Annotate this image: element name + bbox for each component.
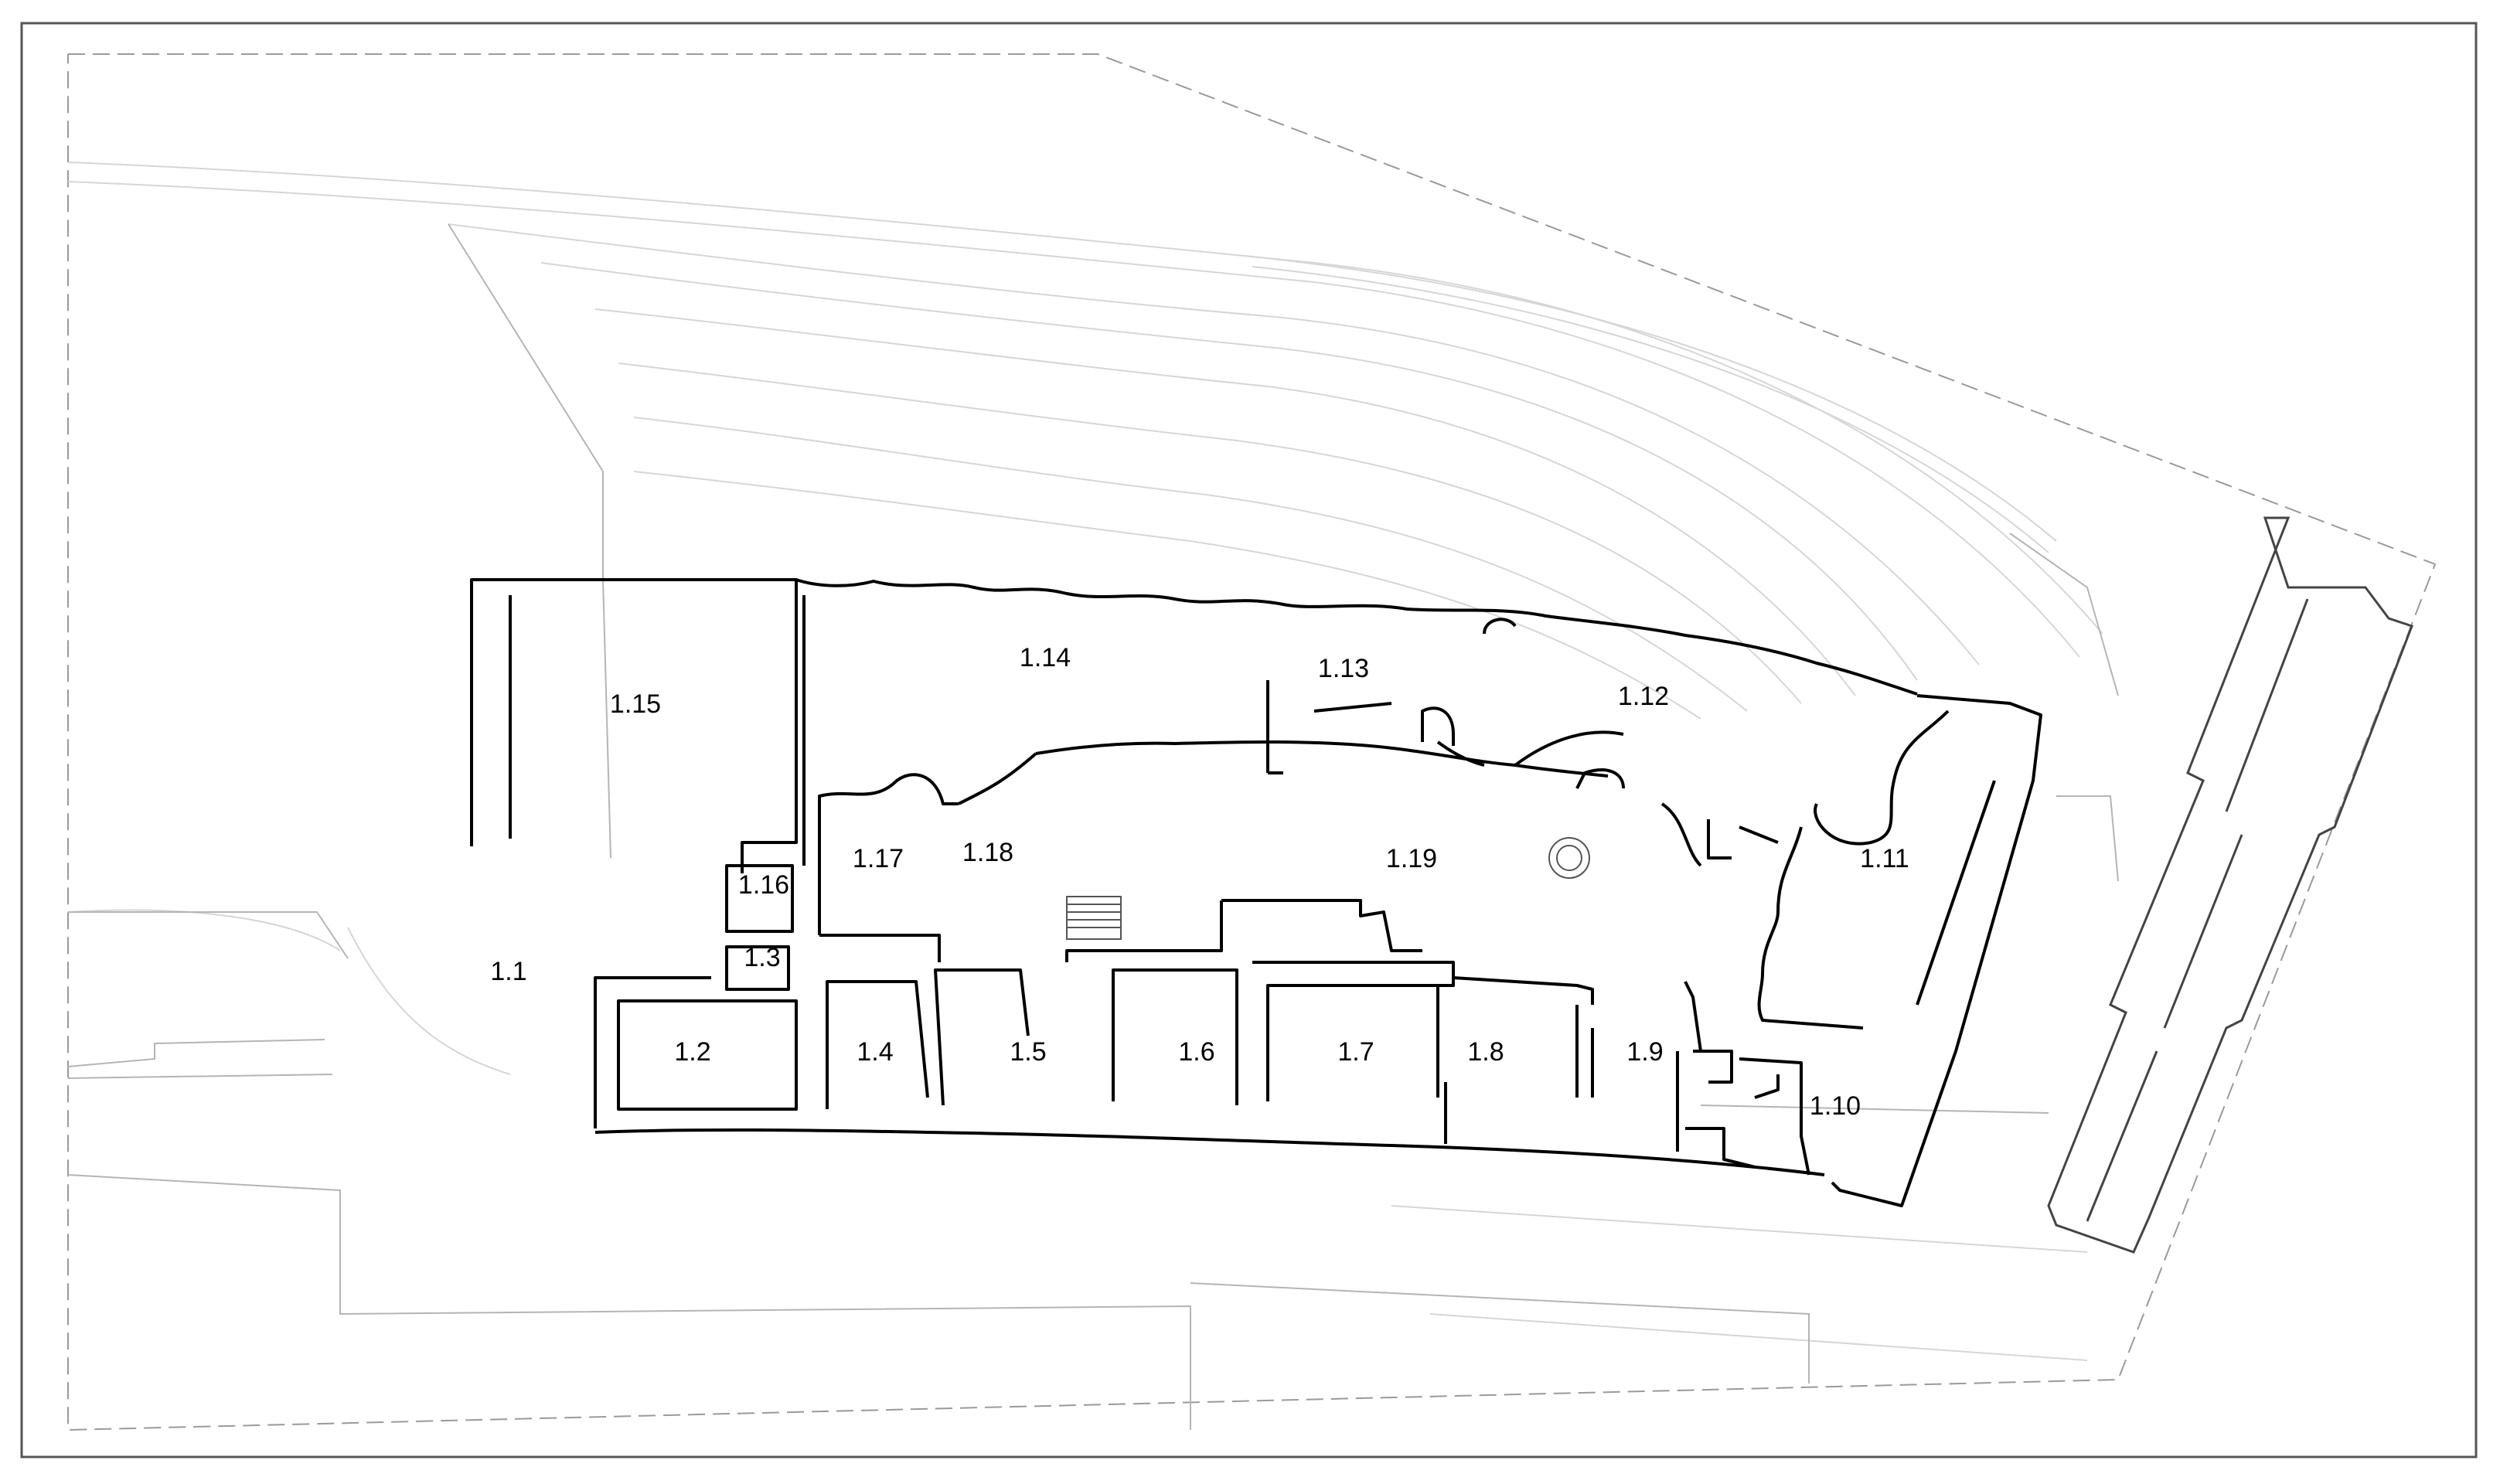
room-label-1-14: 1.14 — [1020, 643, 1071, 672]
room-label-1-9: 1.9 — [1626, 1037, 1663, 1067]
room-label-1-8: 1.8 — [1467, 1037, 1504, 1067]
room-label-1-18: 1.18 — [962, 838, 1013, 867]
room-label-1-13: 1.13 — [1318, 654, 1369, 683]
room-label-1-7: 1.7 — [1337, 1037, 1374, 1067]
building-walls — [470, 578, 2042, 1207]
stair — [1066, 896, 1122, 940]
room-labels: 1.1 1.2 1.3 1.4 1.5 1.6 1.7 1.8 1.9 1.10 1.11 1.12 1… — [490, 643, 1909, 1121]
site-lines — [67, 223, 2119, 1430]
room-label-1-3: 1.3 — [744, 943, 780, 972]
room-label-1-15: 1.15 — [610, 689, 661, 719]
site-boundary — [67, 53, 2437, 1431]
room-label-1-11: 1.11 — [1860, 844, 1909, 873]
room-label-1-19: 1.19 — [1386, 844, 1437, 873]
room-label-1-4: 1.4 — [857, 1037, 893, 1067]
room-label-1-10: 1.10 — [1810, 1091, 1861, 1121]
room-label-1-6: 1.6 — [1178, 1037, 1214, 1067]
sheet-frame — [20, 22, 2478, 1458]
annex-wing — [2047, 516, 2413, 1254]
room-label-1-5: 1.5 — [1010, 1037, 1046, 1067]
room-label-1-17: 1.17 — [853, 844, 904, 873]
room-label-1-12: 1.12 — [1618, 682, 1669, 711]
room-label-1-16: 1.16 — [738, 870, 789, 900]
room-label-1-1: 1.1 — [490, 957, 526, 986]
room-label-1-2: 1.2 — [674, 1037, 710, 1067]
terrain-contours — [67, 162, 2103, 1361]
fountain — [1548, 837, 1590, 879]
